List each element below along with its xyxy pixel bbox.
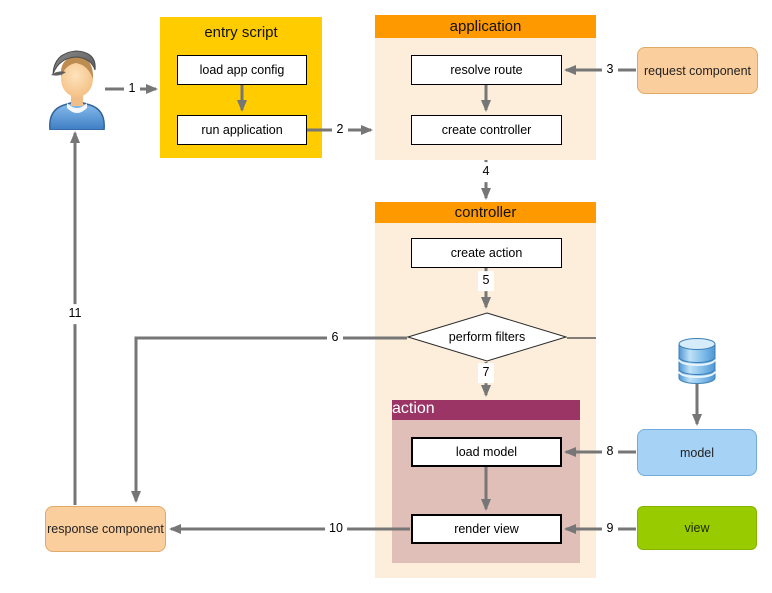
render-view-step: render view bbox=[411, 514, 562, 544]
load-model-step: load model bbox=[411, 437, 562, 467]
arrow-label-11: 11 bbox=[64, 304, 86, 324]
run-application-step: run application bbox=[177, 115, 307, 145]
response-component-node: response component bbox=[45, 506, 166, 552]
arrow-label-1: 1 bbox=[124, 79, 140, 99]
arrow-label-9: 9 bbox=[602, 519, 618, 539]
arrow-label-10: 10 bbox=[325, 519, 347, 539]
create-action-step: create action bbox=[411, 238, 562, 268]
action-title: action bbox=[392, 400, 580, 420]
arrow-label-7: 7 bbox=[478, 363, 494, 383]
arrow-label-2: 2 bbox=[332, 120, 348, 140]
create-controller-step: create controller bbox=[411, 115, 562, 145]
application-title: application bbox=[375, 15, 596, 38]
perform-filters-label: perform filters bbox=[448, 330, 526, 344]
controller-title: controller bbox=[375, 202, 596, 223]
arrow-label-4: 4 bbox=[478, 162, 494, 182]
request-component-label: request component bbox=[643, 63, 751, 78]
database-cylinder-icon bbox=[677, 338, 717, 384]
arrow-label-3: 3 bbox=[602, 60, 618, 80]
arrow-6-perform-filters-to-response bbox=[131, 336, 407, 503]
request-component-node: request component bbox=[637, 47, 758, 94]
view-label: view bbox=[684, 521, 710, 535]
arrow-label-5: 5 bbox=[478, 271, 494, 291]
arrow-label-8: 8 bbox=[602, 442, 618, 462]
model-node: model bbox=[637, 429, 757, 476]
view-node: view bbox=[637, 506, 757, 550]
arrow-label-6: 6 bbox=[327, 328, 343, 348]
model-label: model bbox=[679, 445, 715, 460]
entry-script-title: entry script bbox=[204, 24, 278, 41]
user-person-icon bbox=[42, 46, 112, 131]
load-app-config-step: load app config bbox=[177, 55, 307, 85]
response-component-label: response component bbox=[47, 522, 164, 536]
resolve-route-step: resolve route bbox=[411, 55, 562, 85]
perform-filters-decision: perform filters bbox=[406, 312, 568, 362]
